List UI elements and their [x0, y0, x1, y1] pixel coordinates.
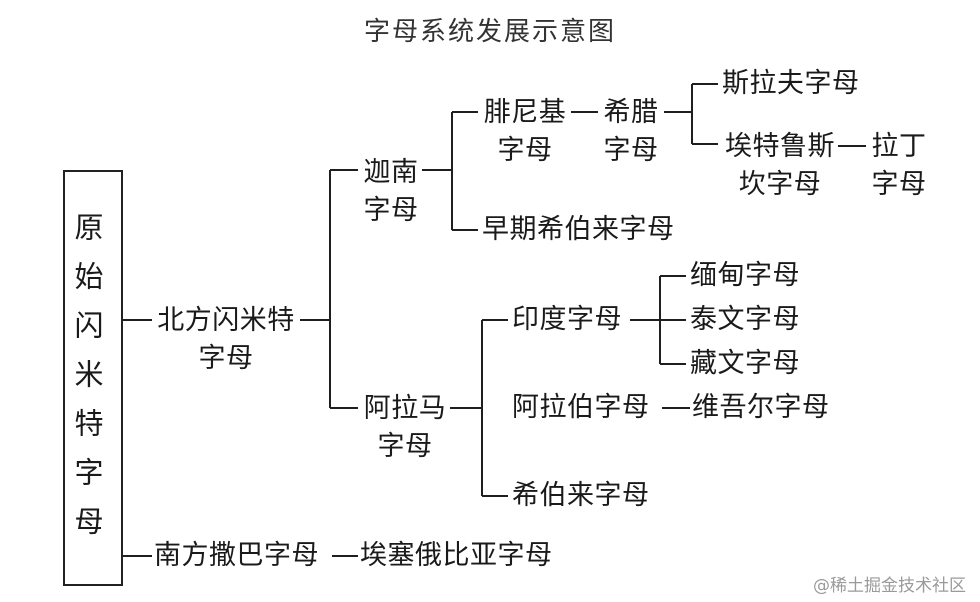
- node-early-hebrew: 早期希伯来字母: [482, 214, 675, 245]
- node-arabic: 阿拉伯字母: [512, 392, 650, 423]
- node-ethiopian: 埃塞俄比亚字母: [360, 540, 553, 571]
- node-etruscan: 埃特鲁斯坎字母: [725, 131, 835, 200]
- node-north-semitic: 北方闪米特字母: [157, 305, 295, 374]
- node-uyghur: 维吾尔字母: [692, 392, 830, 423]
- node-thai: 泰文字母: [690, 304, 800, 335]
- node-aramaic: 阿拉马字母: [363, 393, 447, 462]
- root-node-box: 原始闪米特字母: [63, 170, 123, 586]
- node-south-arabian: 南方撒巴字母: [154, 540, 319, 571]
- node-latin: 拉丁字母: [871, 131, 927, 200]
- node-indian: 印度字母: [512, 304, 622, 335]
- root-node-label: 原始闪米特字母: [70, 212, 104, 555]
- node-canaanite: 迦南字母: [363, 157, 419, 226]
- node-tibetan: 藏文字母: [690, 348, 800, 379]
- node-slavic: 斯拉夫字母: [722, 68, 860, 99]
- node-burmese: 缅甸字母: [690, 260, 800, 291]
- node-phoenician: 腓尼基字母: [483, 97, 567, 166]
- node-hebrew: 希伯来字母: [512, 480, 650, 511]
- watermark: @稀土掘金技术社区: [813, 576, 966, 596]
- node-greek: 希腊字母: [603, 97, 659, 166]
- diagram-title: 字母系统发展示意图: [363, 17, 616, 47]
